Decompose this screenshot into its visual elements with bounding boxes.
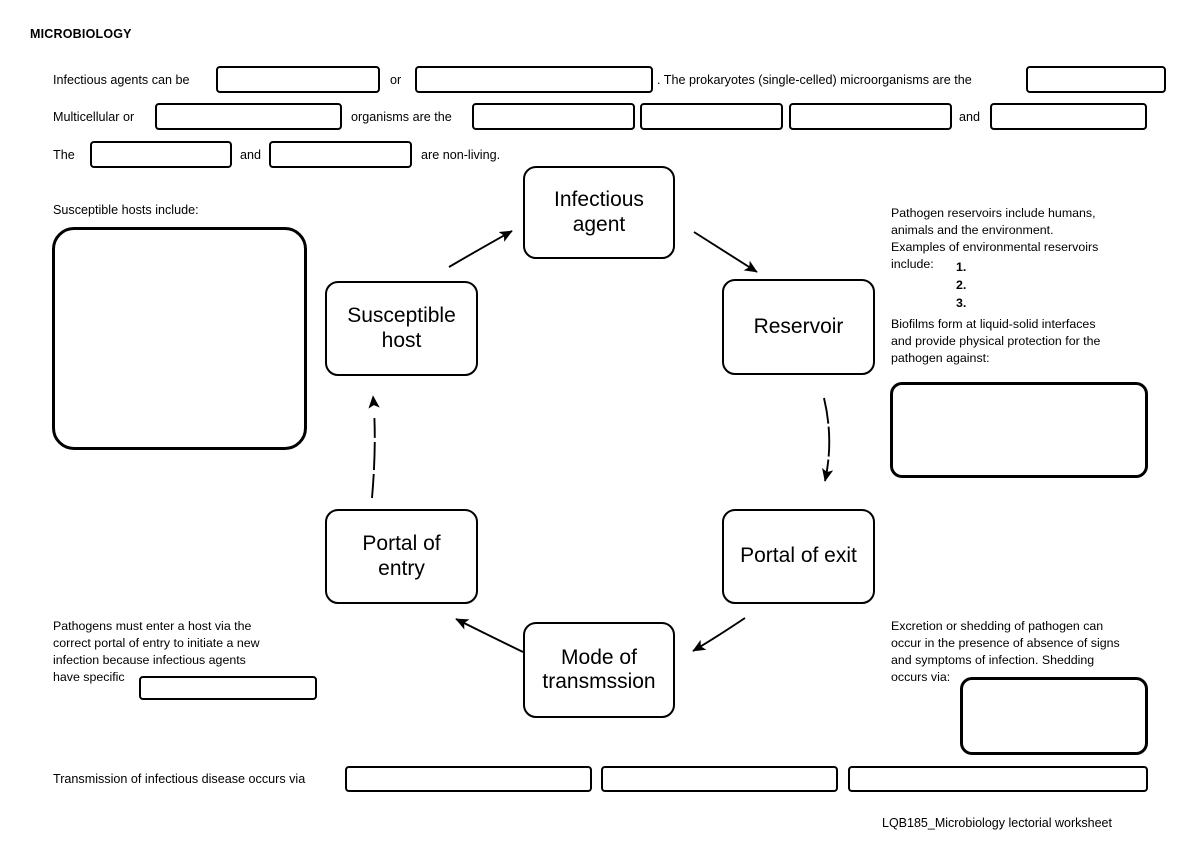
blank-eukaryote-2[interactable] [640,103,783,130]
blank-transmission-route-3[interactable] [848,766,1148,792]
blank-infectious-agent-type-2[interactable] [415,66,653,93]
portal-entry-note-line4: have specific [53,669,125,684]
intro-line2-text-b: organisms are the [351,110,452,124]
blank-nonliving-2[interactable] [269,141,412,168]
reservoir-note-line1: Pathogen reservoirs include humans, [891,206,1096,220]
blank-biofilm-protection[interactable] [890,382,1148,478]
node-portal-of-entry-label: Portal of entry [362,532,441,580]
reservoir-note-line2: animals and the environment. [891,222,1054,237]
arrow-agent-to-reservoir [693,231,758,273]
blank-susceptible-hosts-list[interactable] [52,227,307,450]
node-infectious-agent[interactable]: Infectious agent [523,166,675,259]
arrow-reservoir-to-exit [822,397,834,482]
reservoir-example-1: 1. [956,260,967,274]
portal-entry-note-line3: infection because infectious agents [53,652,246,667]
blank-eukaryote-1[interactable] [472,103,635,130]
node-susceptible-host[interactable]: Susceptible host [325,281,478,376]
biofilm-note-line3: pathogen against: [891,350,990,365]
arrow-mode-to-entry [455,618,524,653]
blank-transmission-route-1[interactable] [345,766,592,792]
reservoir-example-3: 3. [956,296,967,310]
shedding-note-line1: Excretion or shedding of pathogen can [891,619,1104,633]
blank-nonliving-1[interactable] [90,141,232,168]
blank-shedding-routes[interactable] [960,677,1148,755]
node-portal-of-exit-label: Portal of exit [740,544,857,568]
node-mode-of-transmission-label: Mode of transmssion [542,645,656,693]
blank-eukaryote-3[interactable] [789,103,952,130]
transmission-label: Transmission of infectious disease occur… [53,772,306,786]
reservoir-note-line4: include: [891,256,934,271]
node-reservoir[interactable]: Reservoir [722,279,875,375]
intro-line1-text-a: Infectious agents can be [53,73,190,87]
node-susceptible-host-label: Susceptible host [347,304,456,352]
intro-line3-text-a: The [53,148,75,162]
arrow-entry-to-host [368,395,380,499]
intro-line1-text-b: or [390,73,402,87]
blank-transmission-route-2[interactable] [601,766,838,792]
arrow-exit-to-mode [692,617,746,652]
blank-prokaryote-name[interactable] [1026,66,1166,93]
node-portal-of-exit[interactable]: Portal of exit [722,509,875,604]
intro-line3-text-b: and [240,148,262,162]
intro-line2-text-a: Multicellular or [53,110,135,124]
reservoir-note-line3: Examples of environmental reservoirs [891,239,1099,254]
susceptible-hosts-label: Susceptible hosts include: [53,203,199,217]
blank-eukaryote-4[interactable] [990,103,1147,130]
portal-entry-note-line1: Pathogens must enter a host via the [53,619,252,633]
intro-line1-text-c: . The prokaryotes (single-celled) microo… [657,73,972,87]
node-reservoir-label: Reservoir [753,314,844,338]
node-infectious-agent-label: Infectious agent [554,188,644,236]
intro-line3-text-c: are non-living. [421,148,501,162]
shedding-note-line3: and symptoms of infection. Shedding [891,652,1095,667]
shedding-note-line4: occurs via: [891,669,951,684]
node-portal-of-entry[interactable]: Portal of entry [325,509,478,604]
arrow-host-to-agent [448,230,513,268]
portal-entry-note-line2: correct portal of entry to initiate a ne… [53,635,260,650]
biofilm-note-line1: Biofilms form at liquid-solid interfaces [891,317,1096,331]
blank-multicellular-alt[interactable] [155,103,342,130]
intro-line2-text-c: and [959,110,981,124]
blank-specific-adhesins[interactable] [139,676,317,700]
page-title: MICROBIOLOGY [30,27,132,41]
reservoir-example-2: 2. [956,278,967,292]
blank-infectious-agent-type-1[interactable] [216,66,380,93]
shedding-note-line2: occur in the presence of absence of sign… [891,635,1120,650]
footer-label: LQB185_Microbiology lectorial worksheet [882,816,1112,830]
biofilm-note-line2: and provide physical protection for the [891,333,1101,348]
node-mode-of-transmission[interactable]: Mode of transmssion [523,622,675,718]
